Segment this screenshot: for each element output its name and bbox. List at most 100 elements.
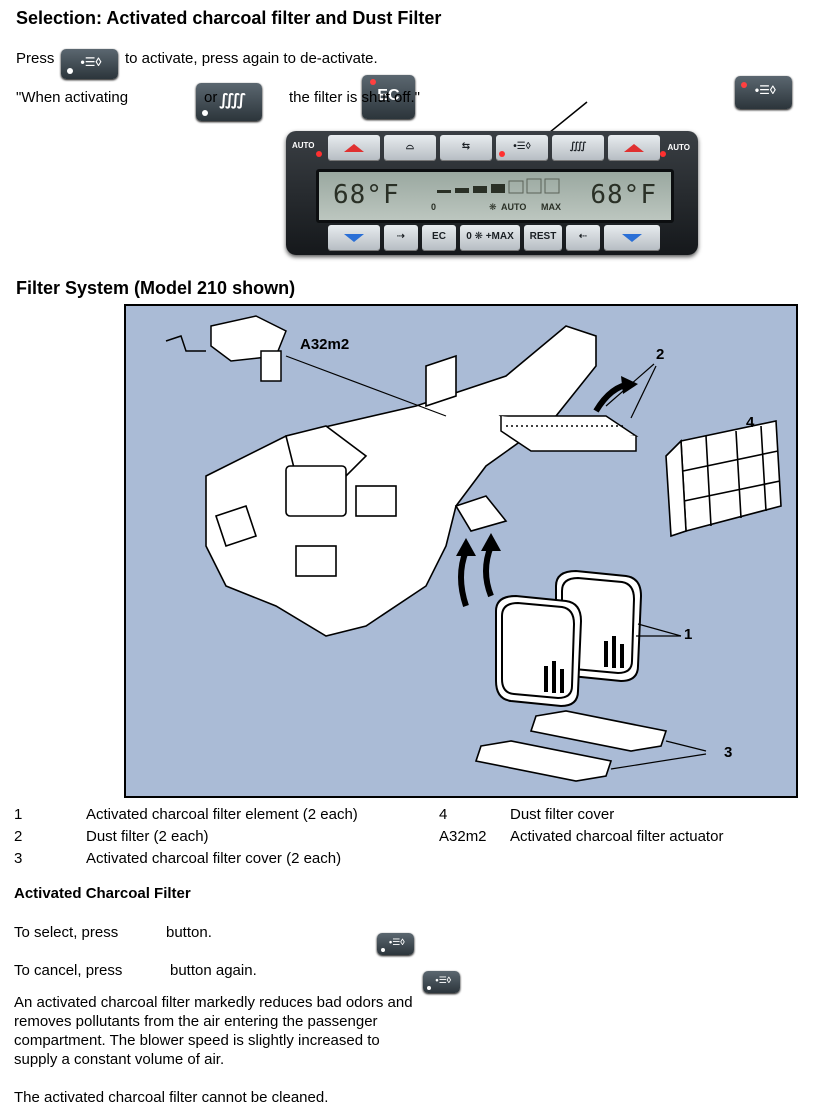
indicator-led xyxy=(741,81,748,88)
press-label: Press xyxy=(16,50,55,67)
when-activating-label: "When activating xyxy=(16,89,129,106)
charcoal-filter-elements xyxy=(495,569,643,708)
fan-auto-label: AUTO xyxy=(501,202,527,212)
triangle-down-icon xyxy=(344,234,364,242)
rear-defrost-panel-button[interactable]: ⨌ xyxy=(552,135,604,161)
filter-system-diagram: A32m2 2 4 1 3 xyxy=(124,304,798,798)
fan-zero-label: 0 xyxy=(431,202,437,212)
description-line: removes pollutants from the air entering… xyxy=(14,1013,378,1030)
callout-2: 2 xyxy=(656,346,665,363)
recirculation-filter-icon: •☰◊ xyxy=(388,937,405,947)
description-line: An activated charcoal filter markedly re… xyxy=(14,994,413,1011)
indicator-led xyxy=(380,948,385,952)
fan-speed-button[interactable]: 0 ❋ +MAX xyxy=(460,225,520,251)
legend-num: A32m2 xyxy=(439,828,487,845)
legend-num: 2 xyxy=(14,828,23,845)
rear-defrost-icon: ⨌ xyxy=(569,141,587,152)
fan-speed-bars xyxy=(437,178,560,194)
indicator-led xyxy=(369,79,376,85)
charcoal-filter-covers xyxy=(474,710,668,782)
temp-up-right-button[interactable] xyxy=(608,135,660,161)
recirculation-filter-icon: •☰◊ xyxy=(513,141,531,152)
temp-left-readout: 68°F xyxy=(333,180,400,210)
hvac-illustration xyxy=(165,315,782,782)
cancel-label: To cancel, press xyxy=(14,962,123,979)
select-suffix: button. xyxy=(166,924,212,941)
fan-max-label: MAX xyxy=(541,202,561,212)
description-line: supply a constant volume of air. xyxy=(14,1051,225,1068)
actuator-part xyxy=(165,315,287,382)
filter-button-enlarged[interactable]: •☰◊ xyxy=(735,75,793,109)
filter-shutoff-text: the filter is shut off." xyxy=(289,89,420,106)
indicator-led xyxy=(427,986,432,990)
auto-right-led xyxy=(660,151,666,157)
rear-defrost-icon: ⨌ xyxy=(219,92,246,109)
hvac-housing xyxy=(205,325,597,637)
ec-panel-label: EC xyxy=(432,231,446,242)
legend-num: 3 xyxy=(14,850,23,867)
selection-title: Selection: Activated charcoal filter and… xyxy=(16,8,442,28)
description-line: compartment. The blower speed is slightl… xyxy=(14,1032,380,1049)
auto-left-led xyxy=(316,151,322,157)
recirculation-filter-icon: •☰◊ xyxy=(80,55,102,69)
rest-button[interactable]: REST xyxy=(524,225,562,251)
air-distribution-icon: ⇢ xyxy=(396,231,406,242)
cancel-filter-button[interactable]: •☰◊ xyxy=(423,971,461,993)
ec-button[interactable]: EC xyxy=(361,75,415,119)
callout-actuator: A32m2 xyxy=(300,336,350,353)
filter-system-title: Filter System (Model 210 shown) xyxy=(16,278,296,298)
filter-button[interactable]: •☰◊ xyxy=(61,49,118,79)
legend-text: Activated charcoal filter actuator xyxy=(510,828,724,845)
legend-num: 4 xyxy=(439,806,448,823)
select-label: To select, press xyxy=(14,924,119,941)
auto-left-label: AUTO xyxy=(292,141,315,150)
defrost-windshield-button[interactable]: ⌓ xyxy=(384,135,436,161)
cannot-clean-note: The activated charcoal filter cannot be … xyxy=(14,1089,329,1106)
charcoal-description: An activated charcoal filter markedly re… xyxy=(14,993,454,1069)
legend-text: Dust filter cover xyxy=(510,806,615,823)
recirculate-button[interactable]: ⇆ xyxy=(440,135,492,161)
ec-panel-button[interactable]: EC xyxy=(422,225,456,251)
recirculation-filter-icon: •☰◊ xyxy=(754,82,776,97)
legend-text: Dust filter (2 each) xyxy=(86,828,209,845)
callout-3: 3 xyxy=(724,744,733,761)
legend-text: Activated charcoal filter cover (2 each) xyxy=(86,850,342,867)
windshield-defrost-icon: ⌓ xyxy=(406,141,414,152)
fan-speed-label: 0 ❋ +MAX xyxy=(466,231,514,242)
select-filter-button[interactable]: •☰◊ xyxy=(376,933,414,955)
or-label: or xyxy=(204,89,218,106)
charcoal-heading: Activated Charcoal Filter xyxy=(14,885,191,902)
climate-control-panel: AUTO AUTO ⌓ ⇆ •☰◊ ⨌ 68°F 68°F 0 ❋ A xyxy=(286,131,698,255)
indicator-led xyxy=(67,68,73,74)
fan-icon: ❋ xyxy=(489,202,497,212)
recirculation-filter-icon: •☰◊ xyxy=(435,975,452,985)
triangle-down-icon xyxy=(622,234,642,242)
lcd-display: 68°F 68°F 0 ❋ AUTO MAX xyxy=(316,169,674,223)
legend-num: 1 xyxy=(14,806,23,823)
charcoal-texture xyxy=(544,636,624,693)
temp-down-left-button[interactable] xyxy=(328,225,380,251)
dust-filter-tray xyxy=(498,415,639,452)
air-distribution-icon: ⇠ xyxy=(578,231,588,242)
triangle-up-icon xyxy=(344,144,364,152)
legend-text: Activated charcoal filter element (2 eac… xyxy=(86,806,358,823)
temp-up-left-button[interactable] xyxy=(328,135,380,161)
callout-1: 1 xyxy=(684,626,693,643)
cancel-suffix: button again. xyxy=(170,962,257,979)
ec-label: EC xyxy=(377,87,400,104)
auto-right-label: AUTO xyxy=(667,143,690,152)
charcoal-filter-button[interactable]: •☰◊ xyxy=(496,135,548,161)
air-distribution-right-button[interactable]: ⇠ xyxy=(566,225,600,251)
triangle-up-icon xyxy=(624,144,644,152)
temp-right-readout: 68°F xyxy=(590,180,657,210)
dust-filter-cover xyxy=(665,420,782,538)
callout-4: 4 xyxy=(746,414,755,431)
recirculate-icon: ⇆ xyxy=(461,141,471,152)
air-distribution-left-button[interactable]: ⇢ xyxy=(384,225,418,251)
temp-down-right-button[interactable] xyxy=(604,225,660,251)
rest-label: REST xyxy=(529,231,557,242)
rear-defrost-button[interactable]: ⨌ xyxy=(196,83,263,121)
press-suffix: to activate, press again to de-activate. xyxy=(125,50,378,67)
indicator-led xyxy=(499,151,505,157)
indicator-led xyxy=(202,110,209,116)
